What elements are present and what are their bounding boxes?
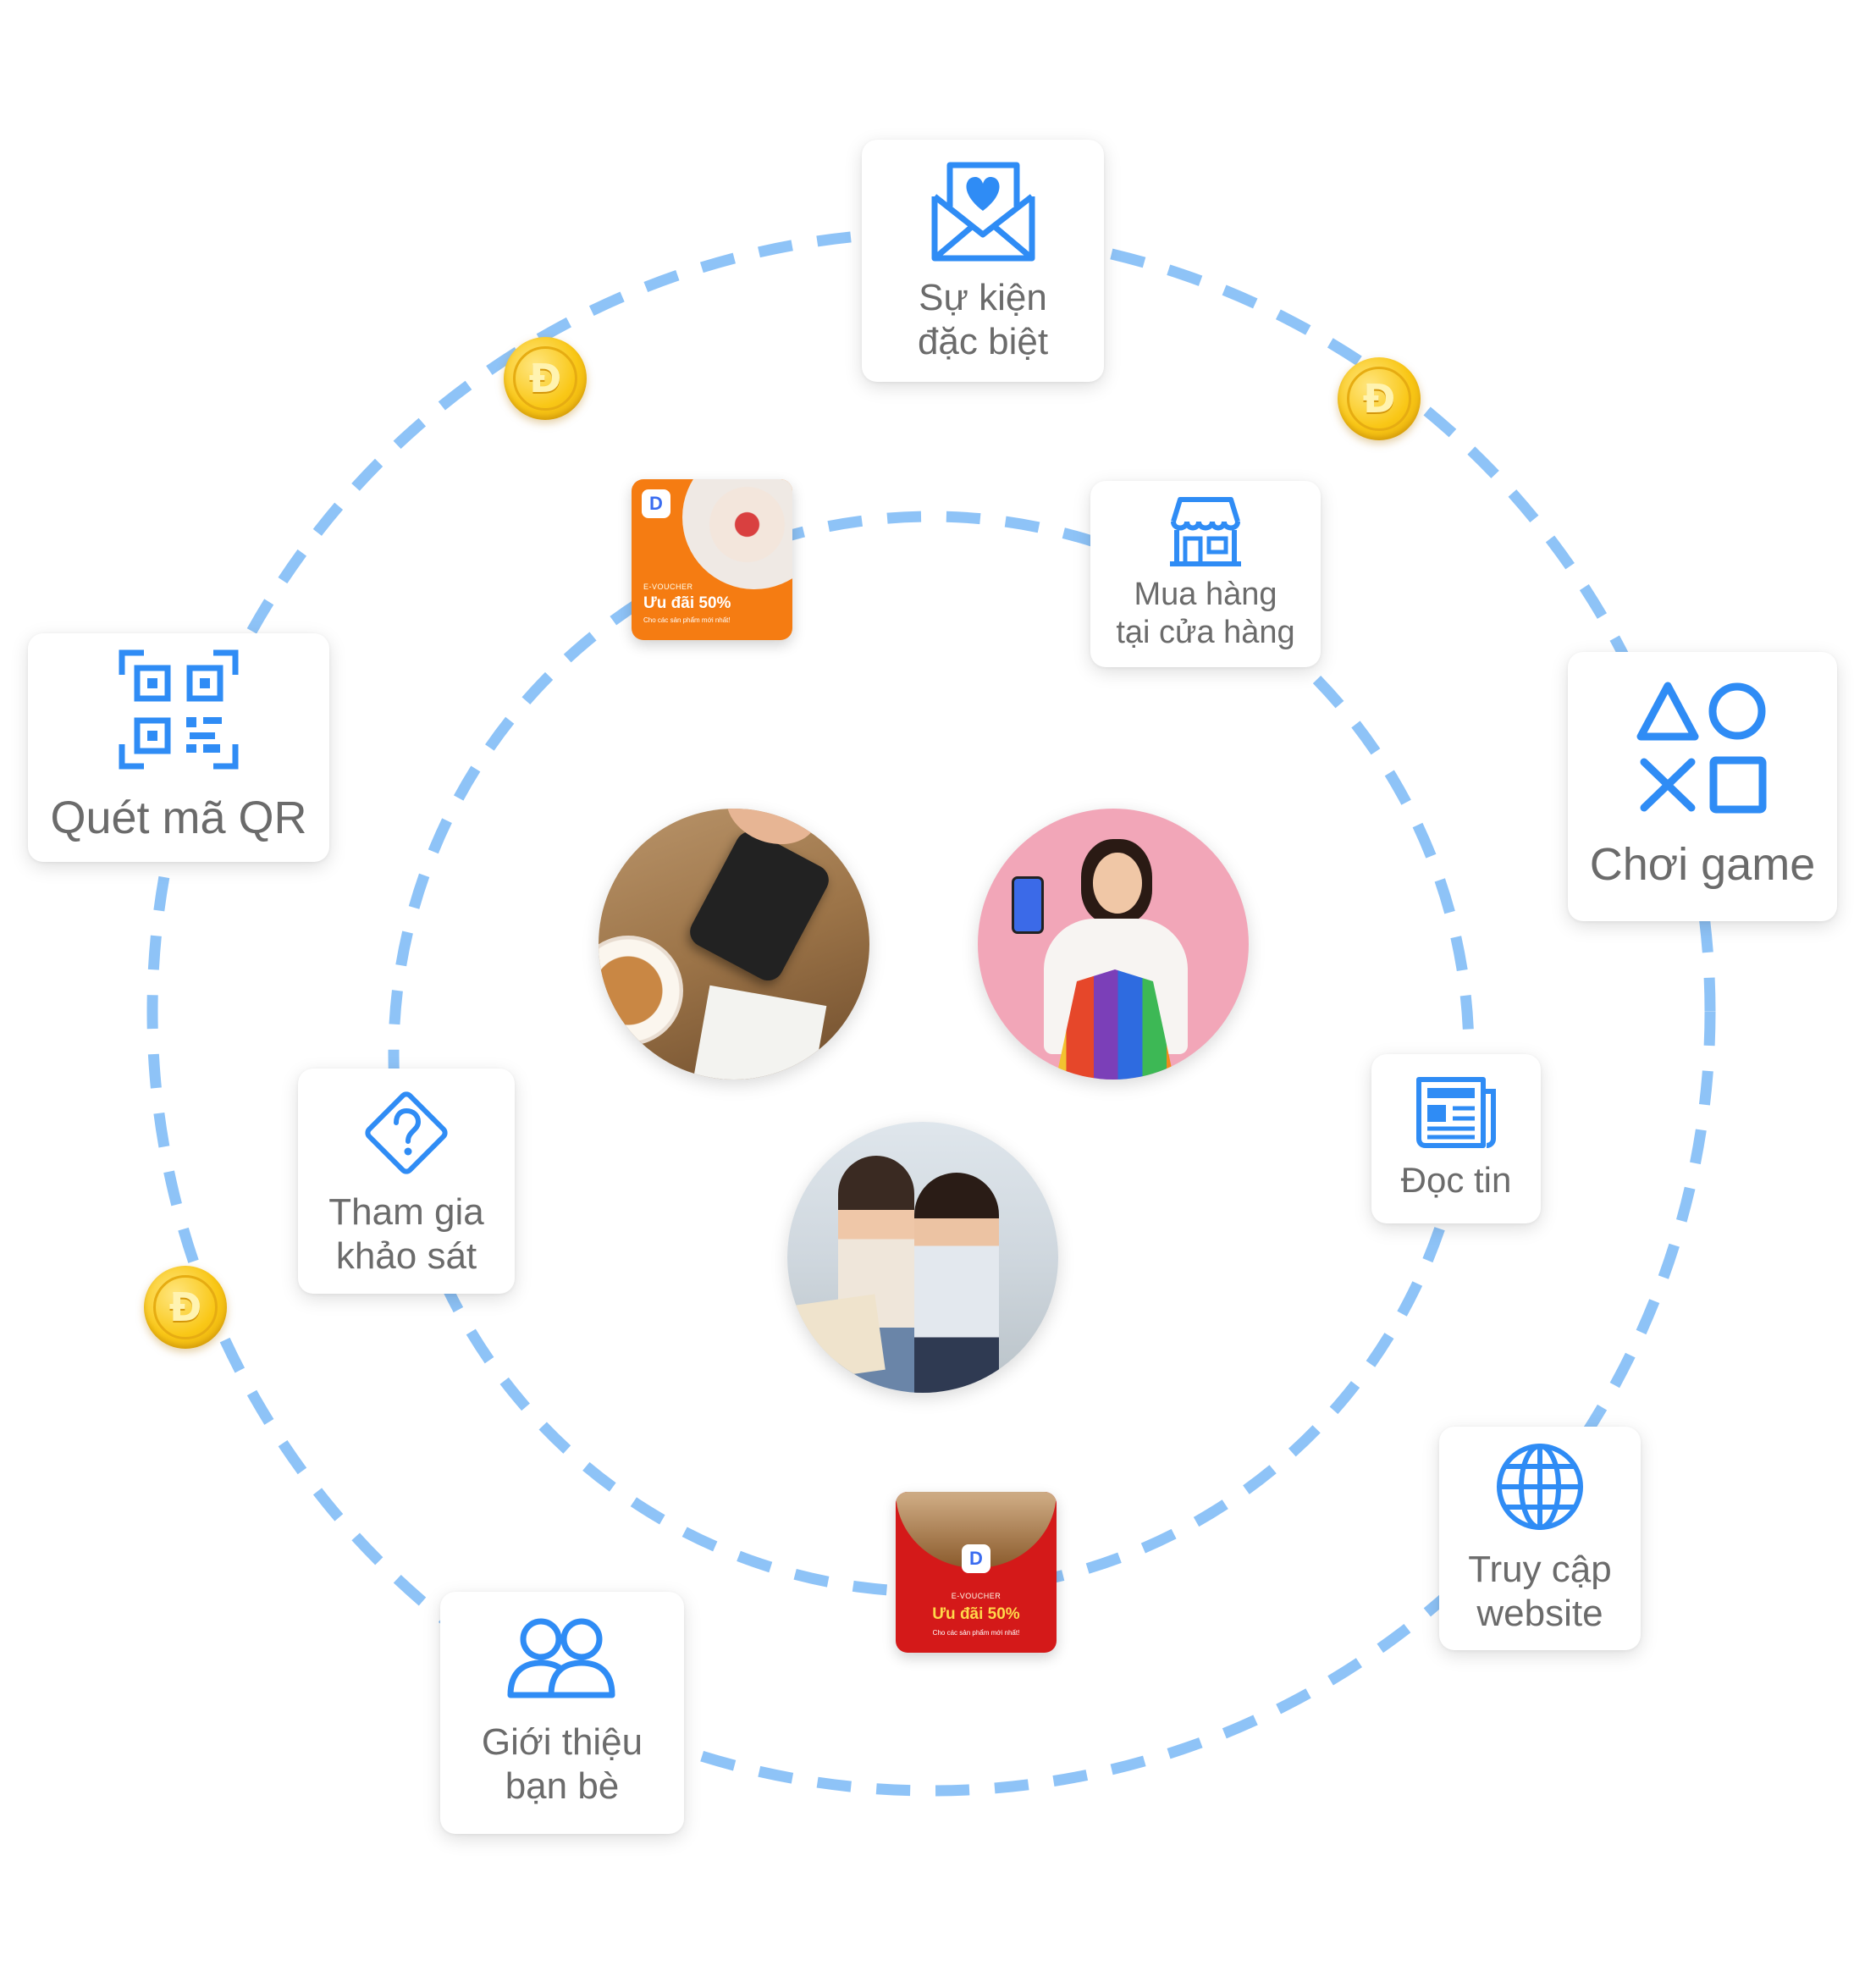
voucher-note: Cho các sản phẩm mới nhất! xyxy=(932,1629,1020,1637)
card-label: Giới thiệu bạn bè xyxy=(481,1721,643,1807)
card-play-game[interactable]: Chơi game xyxy=(1568,652,1837,921)
qr-table-card xyxy=(692,985,827,1080)
card-label: Chơi game xyxy=(1589,839,1816,891)
face xyxy=(1093,853,1142,914)
globe-icon xyxy=(1497,1444,1583,1531)
voucher-card[interactable]: D E-VOUCHER Ưu đãi 50% Cho các sản phẩm … xyxy=(632,479,792,640)
voucher-offer: Ưu đãi 50% xyxy=(643,594,731,612)
outer-orbit xyxy=(146,227,1716,1797)
card-label: Quét mã QR xyxy=(50,792,307,844)
coin-icon: Đ xyxy=(504,337,587,420)
store-icon xyxy=(1170,497,1241,567)
card-label: Đọc tin xyxy=(1400,1160,1512,1201)
qr-code-icon xyxy=(119,649,239,770)
heart-envelope-icon xyxy=(931,162,1035,262)
card-visit-website[interactable]: Truy cập website xyxy=(1439,1427,1641,1650)
voucher-note: Cho các sản phẩm mới nhất! xyxy=(643,616,731,624)
card-label: Truy cập website xyxy=(1468,1549,1612,1634)
voucher-tag: E-VOUCHER xyxy=(951,1592,1001,1600)
card-refer-friends[interactable]: Giới thiệu bạn bè xyxy=(440,1592,684,1834)
question-diamond-icon xyxy=(365,1091,448,1174)
phone xyxy=(684,826,835,986)
voucher-logo-icon: D xyxy=(962,1544,990,1573)
users-icon xyxy=(507,1618,615,1698)
card-special-event[interactable]: Sự kiện đặc biệt xyxy=(862,140,1104,382)
dish xyxy=(599,936,683,1046)
inner-orbit xyxy=(388,511,1475,1598)
coin-icon: Đ xyxy=(144,1266,227,1349)
card-scan-qr[interactable]: Quét mã QR xyxy=(28,633,329,862)
game-shapes-icon xyxy=(1636,682,1767,814)
voucher-offer: Ưu đãi 50% xyxy=(932,1605,1020,1623)
sale-bag xyxy=(791,1294,886,1382)
card-label: Tham gia khảo sát xyxy=(328,1191,484,1277)
card-label: Mua hàng tại cửa hàng xyxy=(1116,577,1295,650)
voucher-tag: E-VOUCHER xyxy=(643,583,693,591)
voucher-card[interactable]: D E-VOUCHER Ưu đãi 50% Cho các sản phẩm … xyxy=(896,1492,1057,1653)
card-read-news[interactable]: Đọc tin xyxy=(1371,1054,1541,1223)
shopping-woman-photo xyxy=(978,809,1249,1080)
qr-scan-photo xyxy=(599,809,869,1080)
card-shop-in-store[interactable]: Mua hàng tại cửa hàng xyxy=(1090,481,1321,667)
voucher-logo-icon: D xyxy=(642,489,670,518)
newspaper-icon xyxy=(1416,1077,1496,1149)
friend-right xyxy=(914,1173,999,1393)
card-survey[interactable]: Tham gia khảo sát xyxy=(298,1069,515,1294)
voucher-photo xyxy=(682,479,792,589)
card-label: Sự kiện đặc biệt xyxy=(917,276,1049,362)
friends-shopping-photo xyxy=(787,1122,1058,1393)
phone xyxy=(1012,876,1044,934)
coin-icon: Đ xyxy=(1338,357,1421,440)
